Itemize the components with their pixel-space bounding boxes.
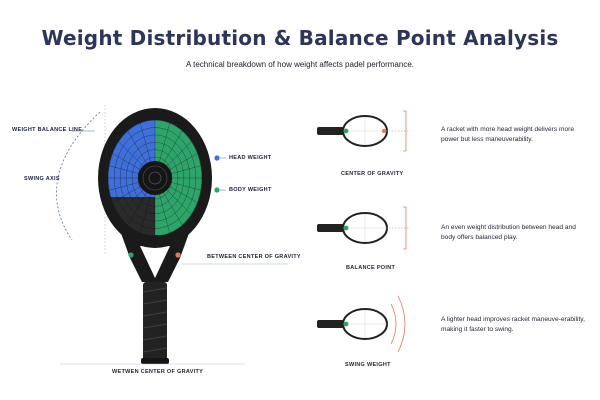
face-grid-ring <box>131 149 179 207</box>
face-grid-ring <box>125 142 185 214</box>
face-grid-ring <box>119 134 191 222</box>
body-weight-marker <box>214 187 220 193</box>
label-between-center-of-gravity: BETWEEN CENTER OF GRAVITY <box>207 254 301 260</box>
panel-1-handle <box>317 127 344 135</box>
swing-arc-outer <box>397 295 406 353</box>
panel-1-bracket <box>403 110 407 152</box>
panel-2-handle <box>317 224 344 232</box>
panel-3-label: SWING WEIGHT <box>345 362 391 368</box>
head-weight-marker <box>214 155 220 161</box>
panel-2-description: An even weight distribution between head… <box>441 224 576 241</box>
throat-dot-left <box>128 252 134 258</box>
face-grid-ring <box>108 120 202 236</box>
panel-racket-swing-weight <box>317 295 406 353</box>
throat-dot-right <box>175 252 181 258</box>
page-title: Weight Distribution & Balance Point Anal… <box>41 26 559 50</box>
center-hub-inner <box>148 171 162 185</box>
panel-1-description: A racket with more head weight delivers … <box>441 126 575 143</box>
throat-hole <box>140 246 170 278</box>
grip-wrap <box>142 287 168 353</box>
grip-butt-cap <box>141 358 169 364</box>
main-racket <box>98 108 212 364</box>
panel-racket-balance-point <box>317 206 410 250</box>
page-subtitle: A technical breakdown of how weight affe… <box>186 60 414 69</box>
face-grid-ring <box>113 127 197 229</box>
racket-grip <box>143 282 167 362</box>
panel-3-handle <box>317 320 344 328</box>
label-swing-axis: SWING AXIS <box>24 176 60 182</box>
label-head-weight: HEAD WEIGHT <box>229 155 272 161</box>
center-hub-ring <box>142 165 168 191</box>
label-bottom-center-of-gravity: WETWEN CENTER OF GRAVITY <box>112 369 204 375</box>
panel-1-head-dot <box>381 128 387 134</box>
label-weight-balance-line: WEIGHT BALANCE LINE <box>12 127 83 133</box>
panel-2-bracket <box>403 206 407 250</box>
panel-1-label: CENTER OF GRAVITY <box>341 171 404 177</box>
panel-3-dot <box>343 321 349 327</box>
panel-2-label: BALANCE POINT <box>346 265 396 271</box>
panel-2-balance-dot <box>343 225 349 231</box>
panel-3-description: A lighter head improves racket maneuve-e… <box>441 316 585 333</box>
label-body-weight: BODY WEIGHT <box>229 187 272 193</box>
panel-racket-center-of-gravity <box>317 110 410 152</box>
swing-arc-inner <box>390 303 397 345</box>
panel-1-cog-dot <box>343 128 349 134</box>
